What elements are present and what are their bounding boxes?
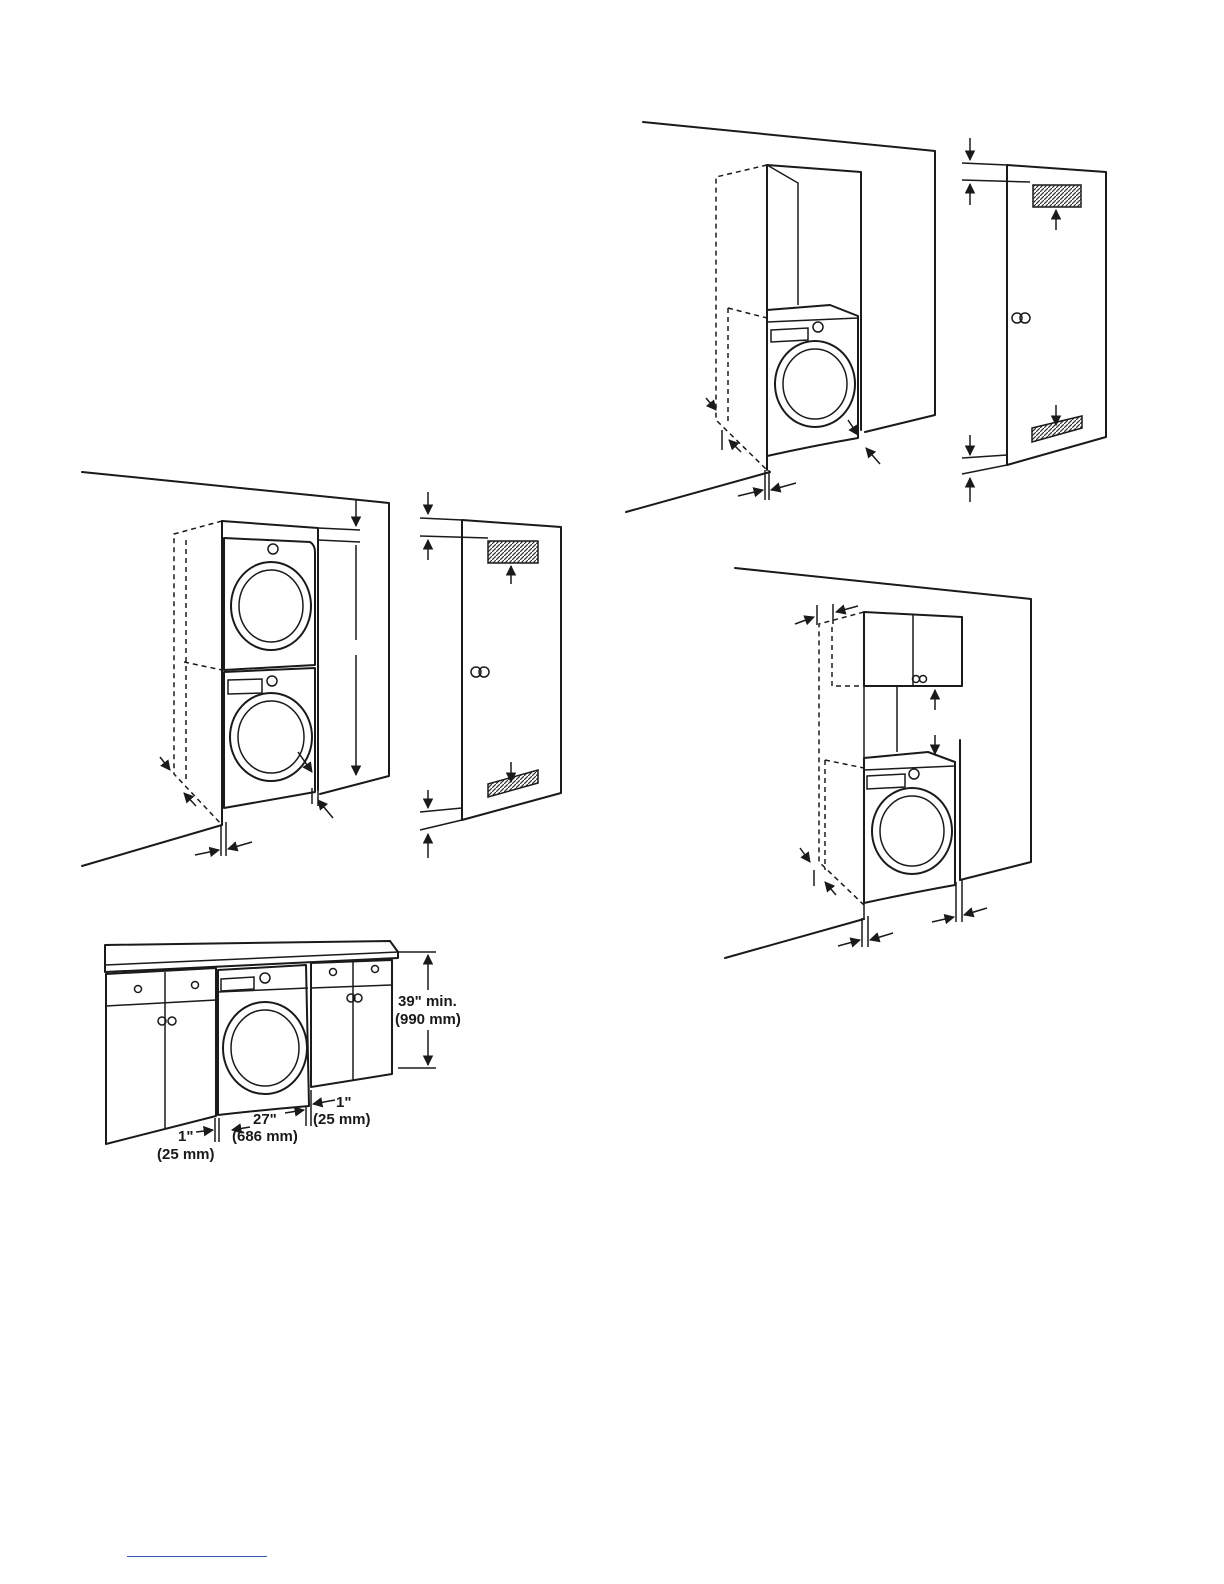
height-label: 39" min.	[398, 993, 457, 1010]
top-vent-icon	[488, 541, 538, 563]
washer-door-icon	[230, 693, 312, 781]
hidden-wall-outline	[716, 165, 767, 470]
dryer-door-icon	[231, 562, 311, 650]
hidden-shelf	[728, 308, 767, 318]
right-cabinet	[311, 960, 392, 1087]
closet-door-figure	[962, 138, 1106, 502]
closet-inner-edge	[767, 165, 798, 305]
washer-alcove	[864, 752, 955, 903]
height-label-mm: (990 mm)	[395, 1011, 461, 1028]
stacked-closet-figure	[82, 472, 389, 866]
washer-single	[767, 305, 858, 456]
left-gap-label-mm: (25 mm)	[157, 1146, 215, 1163]
dryer-stacked	[224, 538, 315, 670]
floor-line	[626, 472, 770, 512]
closet-single-washer-figure	[626, 122, 935, 512]
washer-under-counter	[218, 965, 309, 1115]
right-gap-label: 1"	[336, 1094, 351, 1111]
top-vent-icon	[1033, 185, 1081, 207]
washer-door-icon	[223, 1002, 307, 1094]
closet-door-figure-2	[420, 492, 561, 858]
alcove-cabinet-figure	[725, 568, 1031, 958]
washer-door-icon	[872, 788, 952, 874]
under-counter-figure: 39" min. (990 mm) 27" (686 mm) 1" (25 mm…	[105, 941, 461, 1163]
floor-line-2	[82, 825, 222, 866]
footer-rule	[127, 1556, 267, 1557]
floor-line-3	[725, 919, 864, 958]
width-label: 27"	[253, 1111, 277, 1128]
left-cabinet	[106, 968, 216, 1144]
washer-door-icon	[775, 341, 855, 427]
left-gap-label: 1"	[178, 1128, 193, 1145]
width-label-mm: (686 mm)	[232, 1128, 298, 1145]
upper-cabinet	[864, 612, 962, 686]
right-gap-label-mm: (25 mm)	[313, 1111, 371, 1128]
washer-stacked	[224, 668, 315, 808]
